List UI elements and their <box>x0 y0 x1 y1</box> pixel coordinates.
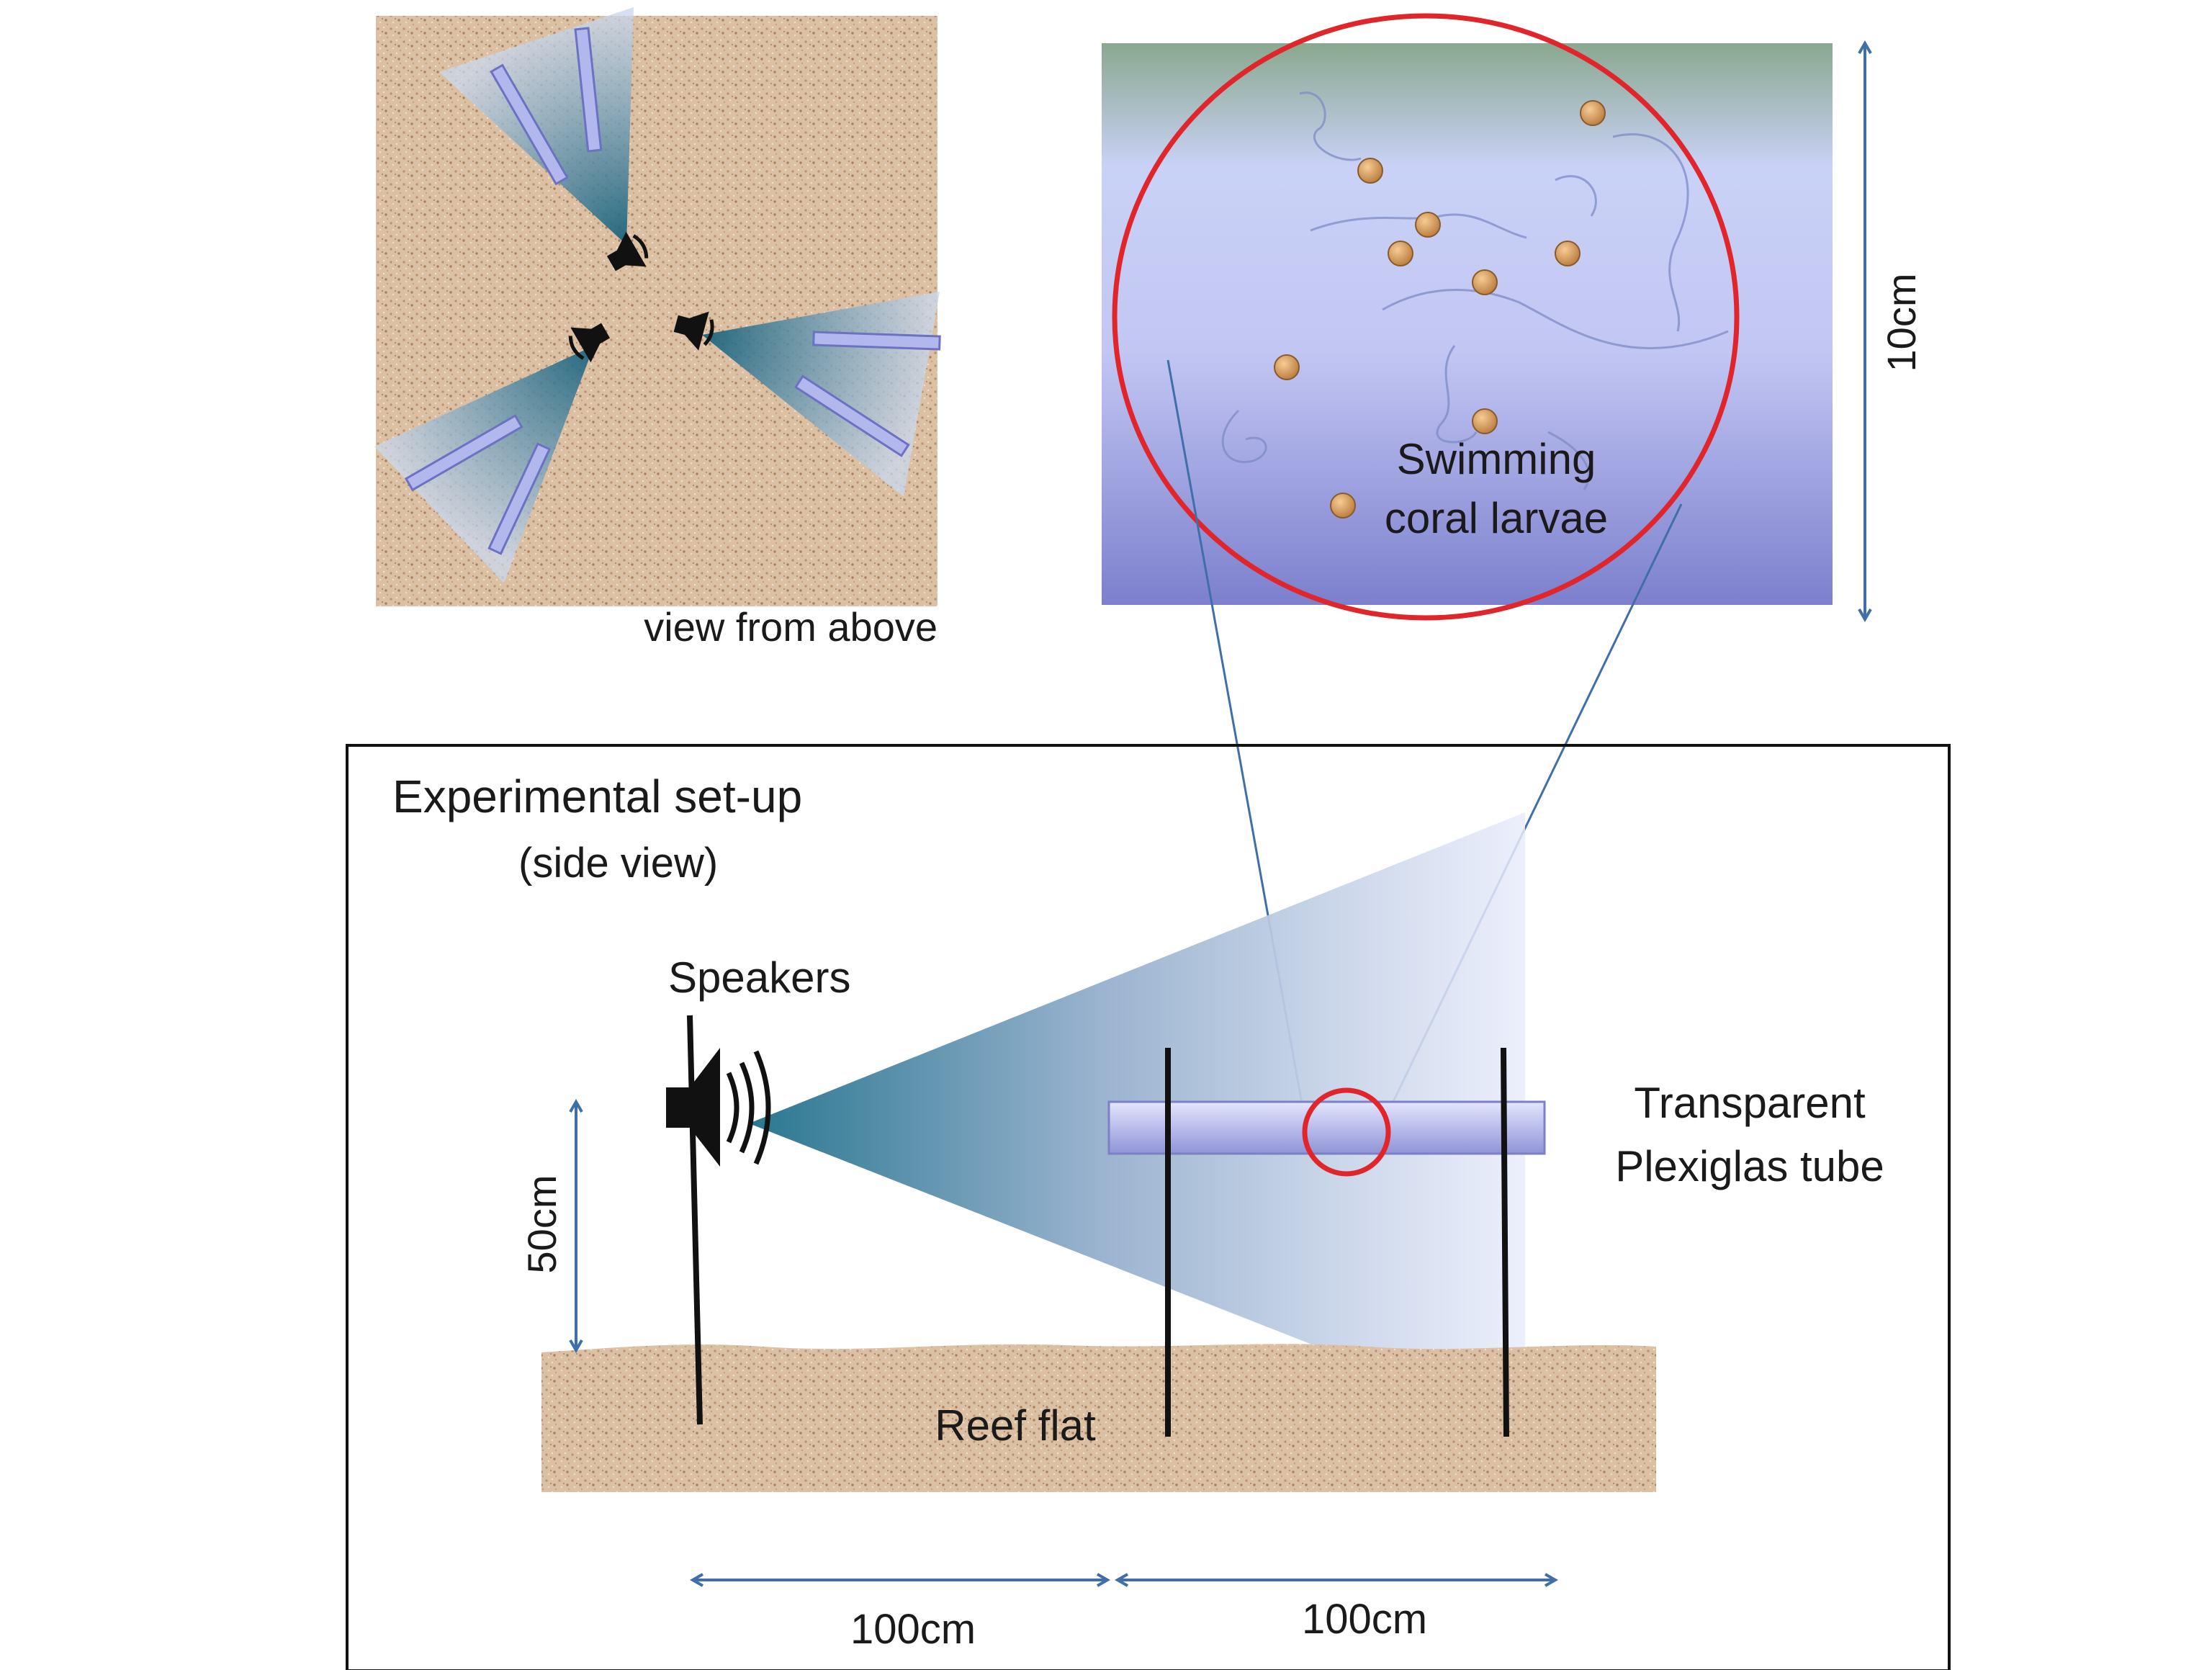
swim-path <box>1382 289 1729 349</box>
reef-flat <box>541 1344 1656 1492</box>
distance-label-1: 100cm <box>850 1606 976 1653</box>
top-tube-3 <box>812 331 941 351</box>
reef-flat-label: Reef flat <box>935 1401 1096 1450</box>
larva <box>1555 241 1581 266</box>
larva <box>1415 212 1441 238</box>
tube-post-right <box>1501 1047 1509 1437</box>
swim-path <box>1221 409 1267 463</box>
larvae <box>1274 100 1606 518</box>
larva <box>1274 354 1300 380</box>
inset-magnifier-circle <box>1112 13 1740 621</box>
top-view-beam-3 <box>374 346 594 583</box>
swim-path <box>1555 175 1597 217</box>
larvae-label-line1: Swimming <box>1397 435 1596 483</box>
top-view-speakers <box>568 231 714 363</box>
swim-path <box>1436 345 1478 444</box>
larva <box>1580 100 1606 126</box>
swim-path <box>1612 133 1689 332</box>
speakers-label: Speakers <box>668 953 850 1002</box>
top-view-tubes <box>404 27 941 555</box>
inset-panel: Swimming coral larvae 10cm <box>1102 13 1924 621</box>
plexiglas-tube <box>1107 1100 1546 1155</box>
swim-path <box>1299 91 1362 161</box>
larva <box>1330 493 1356 518</box>
top-speaker-icon-1 <box>606 231 649 271</box>
top-speaker-icon-3 <box>568 323 611 363</box>
inset-height-label: 10cm <box>1879 274 1924 372</box>
height-label: 50cm <box>519 1175 565 1274</box>
sound-cone <box>749 812 1525 1352</box>
larva <box>1388 241 1413 266</box>
speaker-icon <box>666 1048 771 1167</box>
top-tube-5 <box>404 414 523 492</box>
sound-wave <box>753 1050 771 1165</box>
setup-title: Experimental set-up <box>392 771 802 822</box>
tube-label-line1: Transparent <box>1634 1079 1866 1127</box>
side-view-panel: Experimental set-up (side view) Reef fla… <box>346 744 1951 1670</box>
larva <box>1357 158 1383 184</box>
speaker-pole <box>687 1015 703 1425</box>
top-tube-2 <box>574 27 603 153</box>
top-speaker-icon-2 <box>673 311 714 351</box>
larvae-label-line2: coral larvae <box>1385 494 1608 542</box>
inset-water <box>1102 43 1833 605</box>
larva <box>1472 408 1498 434</box>
swim-path <box>1310 213 1527 239</box>
side-view-frame <box>346 744 1951 1670</box>
distance-label-2: 100cm <box>1302 1596 1427 1643</box>
swim-path <box>1547 431 1590 490</box>
larva <box>1472 269 1498 295</box>
top-tube-1 <box>490 63 569 186</box>
top-view-caption: view from above <box>644 604 938 650</box>
tube-label-line2: Plexiglas tube <box>1615 1142 1884 1190</box>
sound-wave <box>739 1061 755 1154</box>
sound-wave <box>726 1072 739 1144</box>
top-tube-4 <box>794 374 910 457</box>
setup-subtitle: (side view) <box>518 840 718 886</box>
top-tube-6 <box>487 442 552 555</box>
top-view-panel: view from above <box>374 7 941 650</box>
inset-swim-paths <box>1221 91 1729 490</box>
tube-highlight-circle <box>1302 1087 1391 1177</box>
